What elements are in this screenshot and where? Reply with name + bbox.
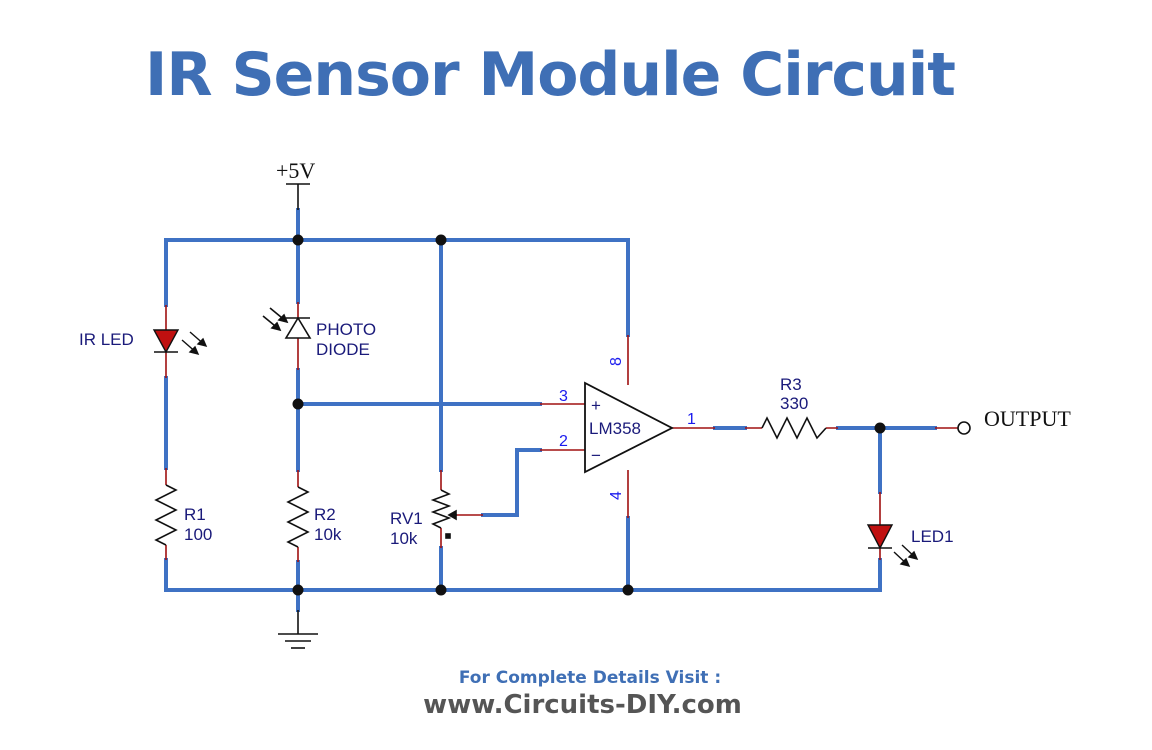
r1-value: 100	[184, 525, 212, 544]
junctions	[292, 234, 886, 596]
r2-value: 10k	[314, 525, 342, 544]
r1-name: R1	[184, 505, 206, 524]
led1-label: LED1	[911, 527, 954, 546]
led1-symbol	[866, 524, 919, 568]
pin-3-label: 3	[559, 388, 568, 405]
output-terminal	[957, 421, 971, 435]
pin-8-label: 8	[608, 357, 625, 366]
pin-2-label: 2	[559, 433, 568, 450]
r3-name: R3	[780, 375, 802, 394]
ground-symbol	[278, 610, 318, 649]
r3-value: 330	[780, 394, 808, 413]
ir-led-label: IR LED	[79, 330, 134, 349]
r2-name: R2	[314, 505, 336, 524]
leads	[165, 302, 958, 562]
opamp-symbol	[584, 381, 674, 474]
supply-symbol	[286, 183, 310, 210]
output-label: OUTPUT	[984, 406, 1071, 431]
page-title: IR Sensor Module Circuit	[145, 40, 956, 110]
photodiode-symbol	[262, 307, 312, 339]
photodiode-label-1: PHOTO	[316, 320, 376, 339]
r2-symbol	[286, 486, 310, 548]
pin-4-label: 4	[608, 491, 625, 500]
pin-1-label: 1	[687, 411, 696, 428]
rv1-name: RV1	[390, 509, 423, 528]
opamp-plus: +	[591, 396, 601, 415]
footer-website-link[interactable]: www.Circuits-DIY.com	[423, 690, 742, 720]
supply-label: +5V	[276, 158, 315, 183]
rv1-symbol	[430, 489, 457, 539]
inv-input-wire	[481, 448, 542, 517]
top-rail	[164, 238, 630, 337]
r1-symbol	[154, 484, 178, 546]
r3-symbol	[761, 416, 827, 440]
footer-line-1: For Complete Details Visit :	[458, 668, 722, 688]
bottom-rail	[164, 558, 882, 592]
wires	[164, 208, 937, 612]
ir-led-symbol	[152, 329, 208, 356]
opamp-minus: −	[591, 446, 601, 465]
rv1-value: 10k	[390, 529, 418, 548]
opamp-label: LM358	[589, 419, 641, 438]
photodiode-label-2: DIODE	[316, 340, 370, 359]
